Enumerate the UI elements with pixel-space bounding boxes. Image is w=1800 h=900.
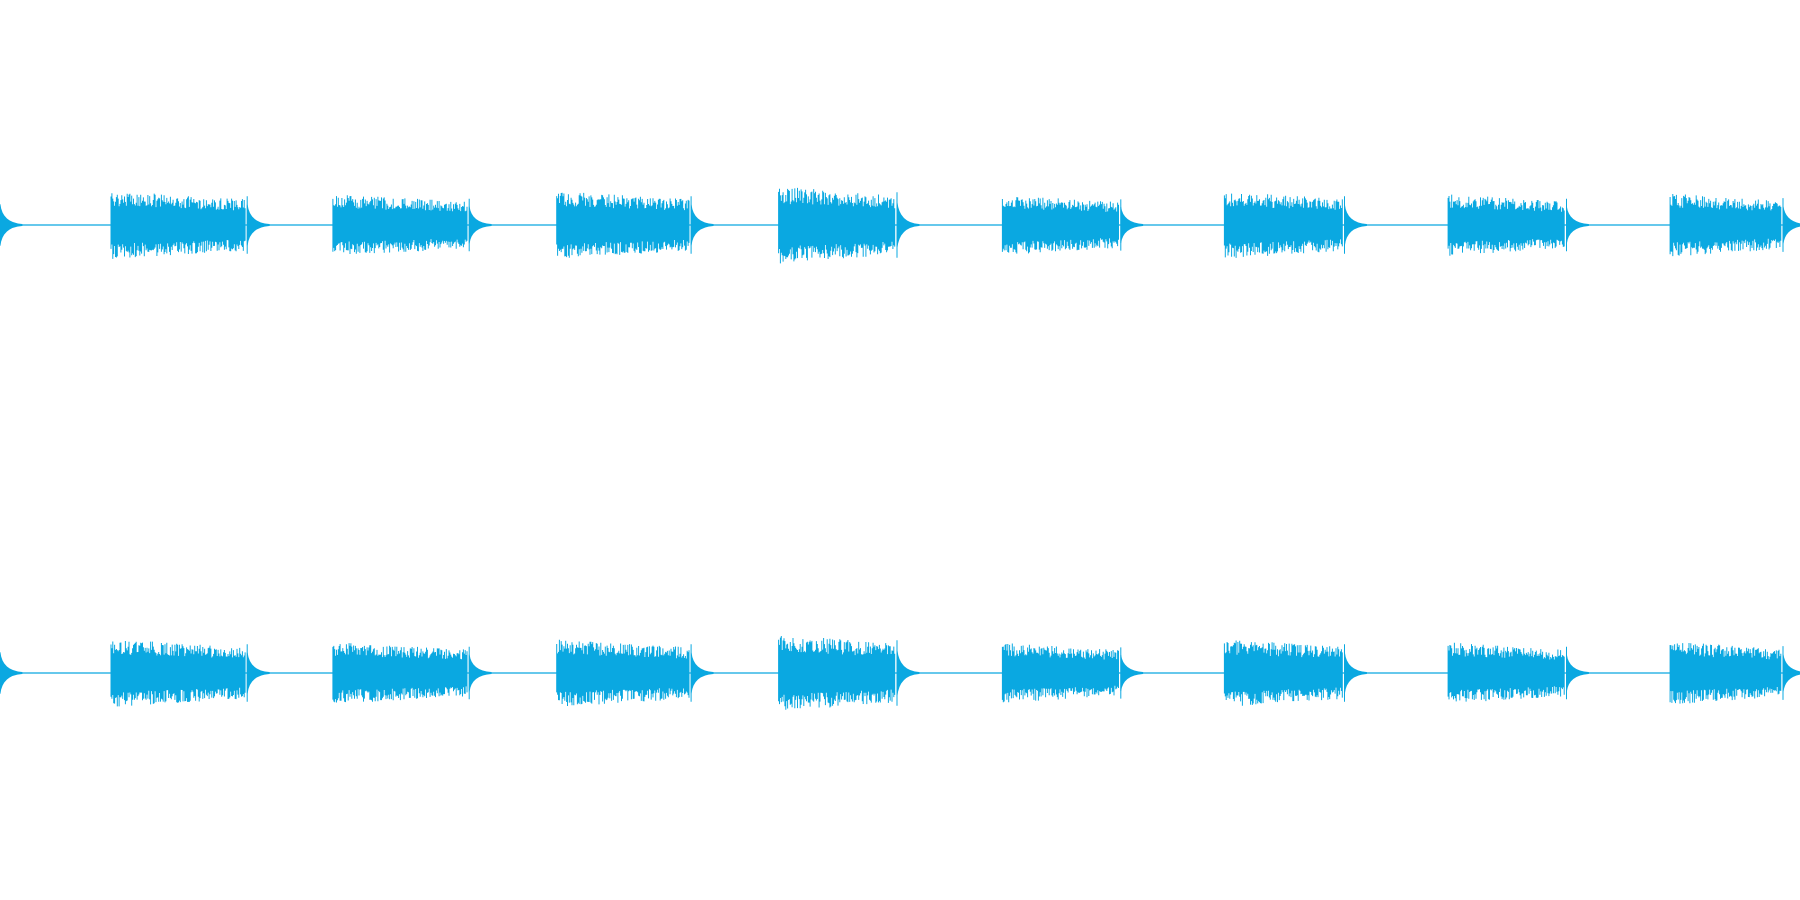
- waveform-burst-tail: [246, 204, 270, 246]
- waveform-burst-body: [110, 193, 248, 259]
- waveform-burst-body: [1447, 194, 1567, 256]
- waveform-burst-body: [1447, 642, 1567, 702]
- waveform-burst: [332, 195, 492, 254]
- waveform-burst-body: [1001, 197, 1122, 254]
- waveform-burst-tail: [1566, 206, 1589, 244]
- waveform-burst: [110, 641, 270, 707]
- waveform-burst: [778, 636, 920, 710]
- waveform-burst-body: [1223, 193, 1345, 258]
- waveform-burst-tail: [468, 206, 492, 244]
- waveform-burst-body: [556, 192, 692, 258]
- waveform-burst-tail: [1120, 206, 1144, 244]
- waveform-burst-body: [556, 639, 692, 706]
- waveform-burst-body: [1669, 194, 1784, 257]
- waveform-burst-tail: [1344, 652, 1367, 694]
- waveform-burst: [1001, 643, 1144, 703]
- waveform-channel-left: [0, 187, 1800, 264]
- waveform-burst-tail: [1344, 204, 1367, 246]
- waveform-burst: [0, 652, 23, 694]
- waveform-burst: [1669, 194, 1800, 257]
- waveform-burst: [110, 193, 270, 259]
- waveform-burst-tail: [1120, 654, 1144, 692]
- waveform-burst: [778, 187, 920, 264]
- waveform-burst-tail: [896, 649, 920, 697]
- waveform-burst: [332, 643, 492, 703]
- waveform-burst: [1223, 640, 1367, 706]
- waveform-burst-tail: [896, 201, 920, 249]
- waveform-burst-tail: [246, 652, 270, 694]
- waveform-burst: [1447, 194, 1589, 256]
- waveform-burst: [1447, 642, 1589, 702]
- waveform-burst: [1223, 193, 1367, 258]
- waveform-burst: [1669, 643, 1800, 704]
- waveform-burst-tail: [1782, 654, 1800, 692]
- waveform-burst-body: [332, 643, 470, 703]
- waveform-burst-tail: [1566, 654, 1589, 692]
- waveform-burst-body: [778, 187, 898, 264]
- waveform-burst-tail: [0, 652, 23, 694]
- waveform-burst-body: [110, 641, 248, 707]
- waveform-burst-body: [1223, 640, 1345, 706]
- waveform-burst-tail: [468, 654, 492, 692]
- waveform-burst: [0, 204, 23, 246]
- waveform-burst-tail: [690, 652, 714, 694]
- waveform-burst: [1001, 197, 1144, 254]
- waveform-burst-tail: [1782, 206, 1800, 244]
- waveform-burst-body: [1001, 643, 1122, 703]
- waveform-burst: [556, 192, 714, 258]
- waveform-burst-body: [1669, 643, 1784, 704]
- waveform-burst-body: [778, 636, 898, 710]
- waveform-burst: [556, 639, 714, 706]
- waveform-burst-tail: [690, 204, 714, 246]
- waveform-burst-body: [332, 195, 470, 254]
- waveform-burst-tail: [0, 204, 23, 246]
- waveform-channel-right: [0, 636, 1800, 710]
